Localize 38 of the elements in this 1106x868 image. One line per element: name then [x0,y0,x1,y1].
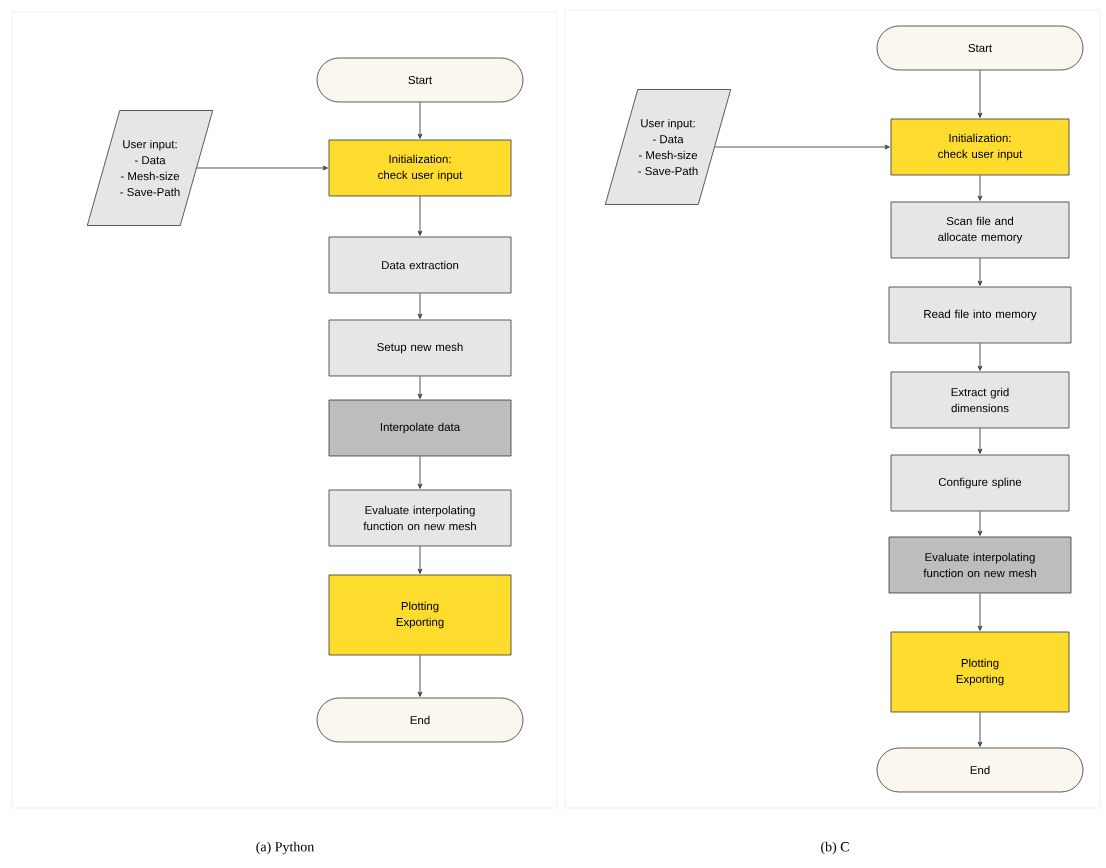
process-box: Evaluate interpolating function on new mesh [328,489,512,547]
process-box: Initialization: check user input [328,139,512,197]
arrow [417,101,423,139]
arrow [977,174,983,201]
arrow [977,69,983,118]
process-box: Evaluate interpolating function on new mesh [888,536,1072,594]
process-box: Configure spline [890,454,1070,512]
subfigure-caption: (a) Python [256,841,315,855]
terminal-box: Start [876,25,1084,71]
arrow [417,654,423,697]
terminal-box: End [316,697,524,743]
arrow [977,342,983,371]
input-parallelogram: User input: - Data - Mesh-size - Save-Path [604,89,732,205]
process-box: Initialization: check user input [890,118,1070,176]
arrow [977,711,983,747]
process-box: Scan file and allocate memory [890,201,1070,259]
terminal-box: Start [316,57,524,103]
process-box: Plotting Exporting [328,574,512,656]
terminal-box: End [876,747,1084,793]
process-box: Read file into memory [888,286,1072,344]
process-box: Interpolate data [328,399,512,457]
process-box: Data extraction [328,236,512,294]
process-box: Extract grid dimensions [890,371,1070,429]
arrow [977,257,983,286]
arrow [977,427,983,454]
process-box: Setup new mesh [328,319,512,377]
arrow [714,144,890,150]
process-box: Plotting Exporting [890,631,1070,713]
arrow [417,455,423,489]
arrow [196,165,328,171]
arrow [417,375,423,399]
arrow [977,510,983,536]
arrow [417,545,423,574]
arrow [977,592,983,631]
arrow [417,195,423,236]
arrow [417,292,423,319]
subfigure-caption: (b) C [821,841,849,855]
input-parallelogram: User input: - Data - Mesh-size - Save-Path [86,110,214,226]
